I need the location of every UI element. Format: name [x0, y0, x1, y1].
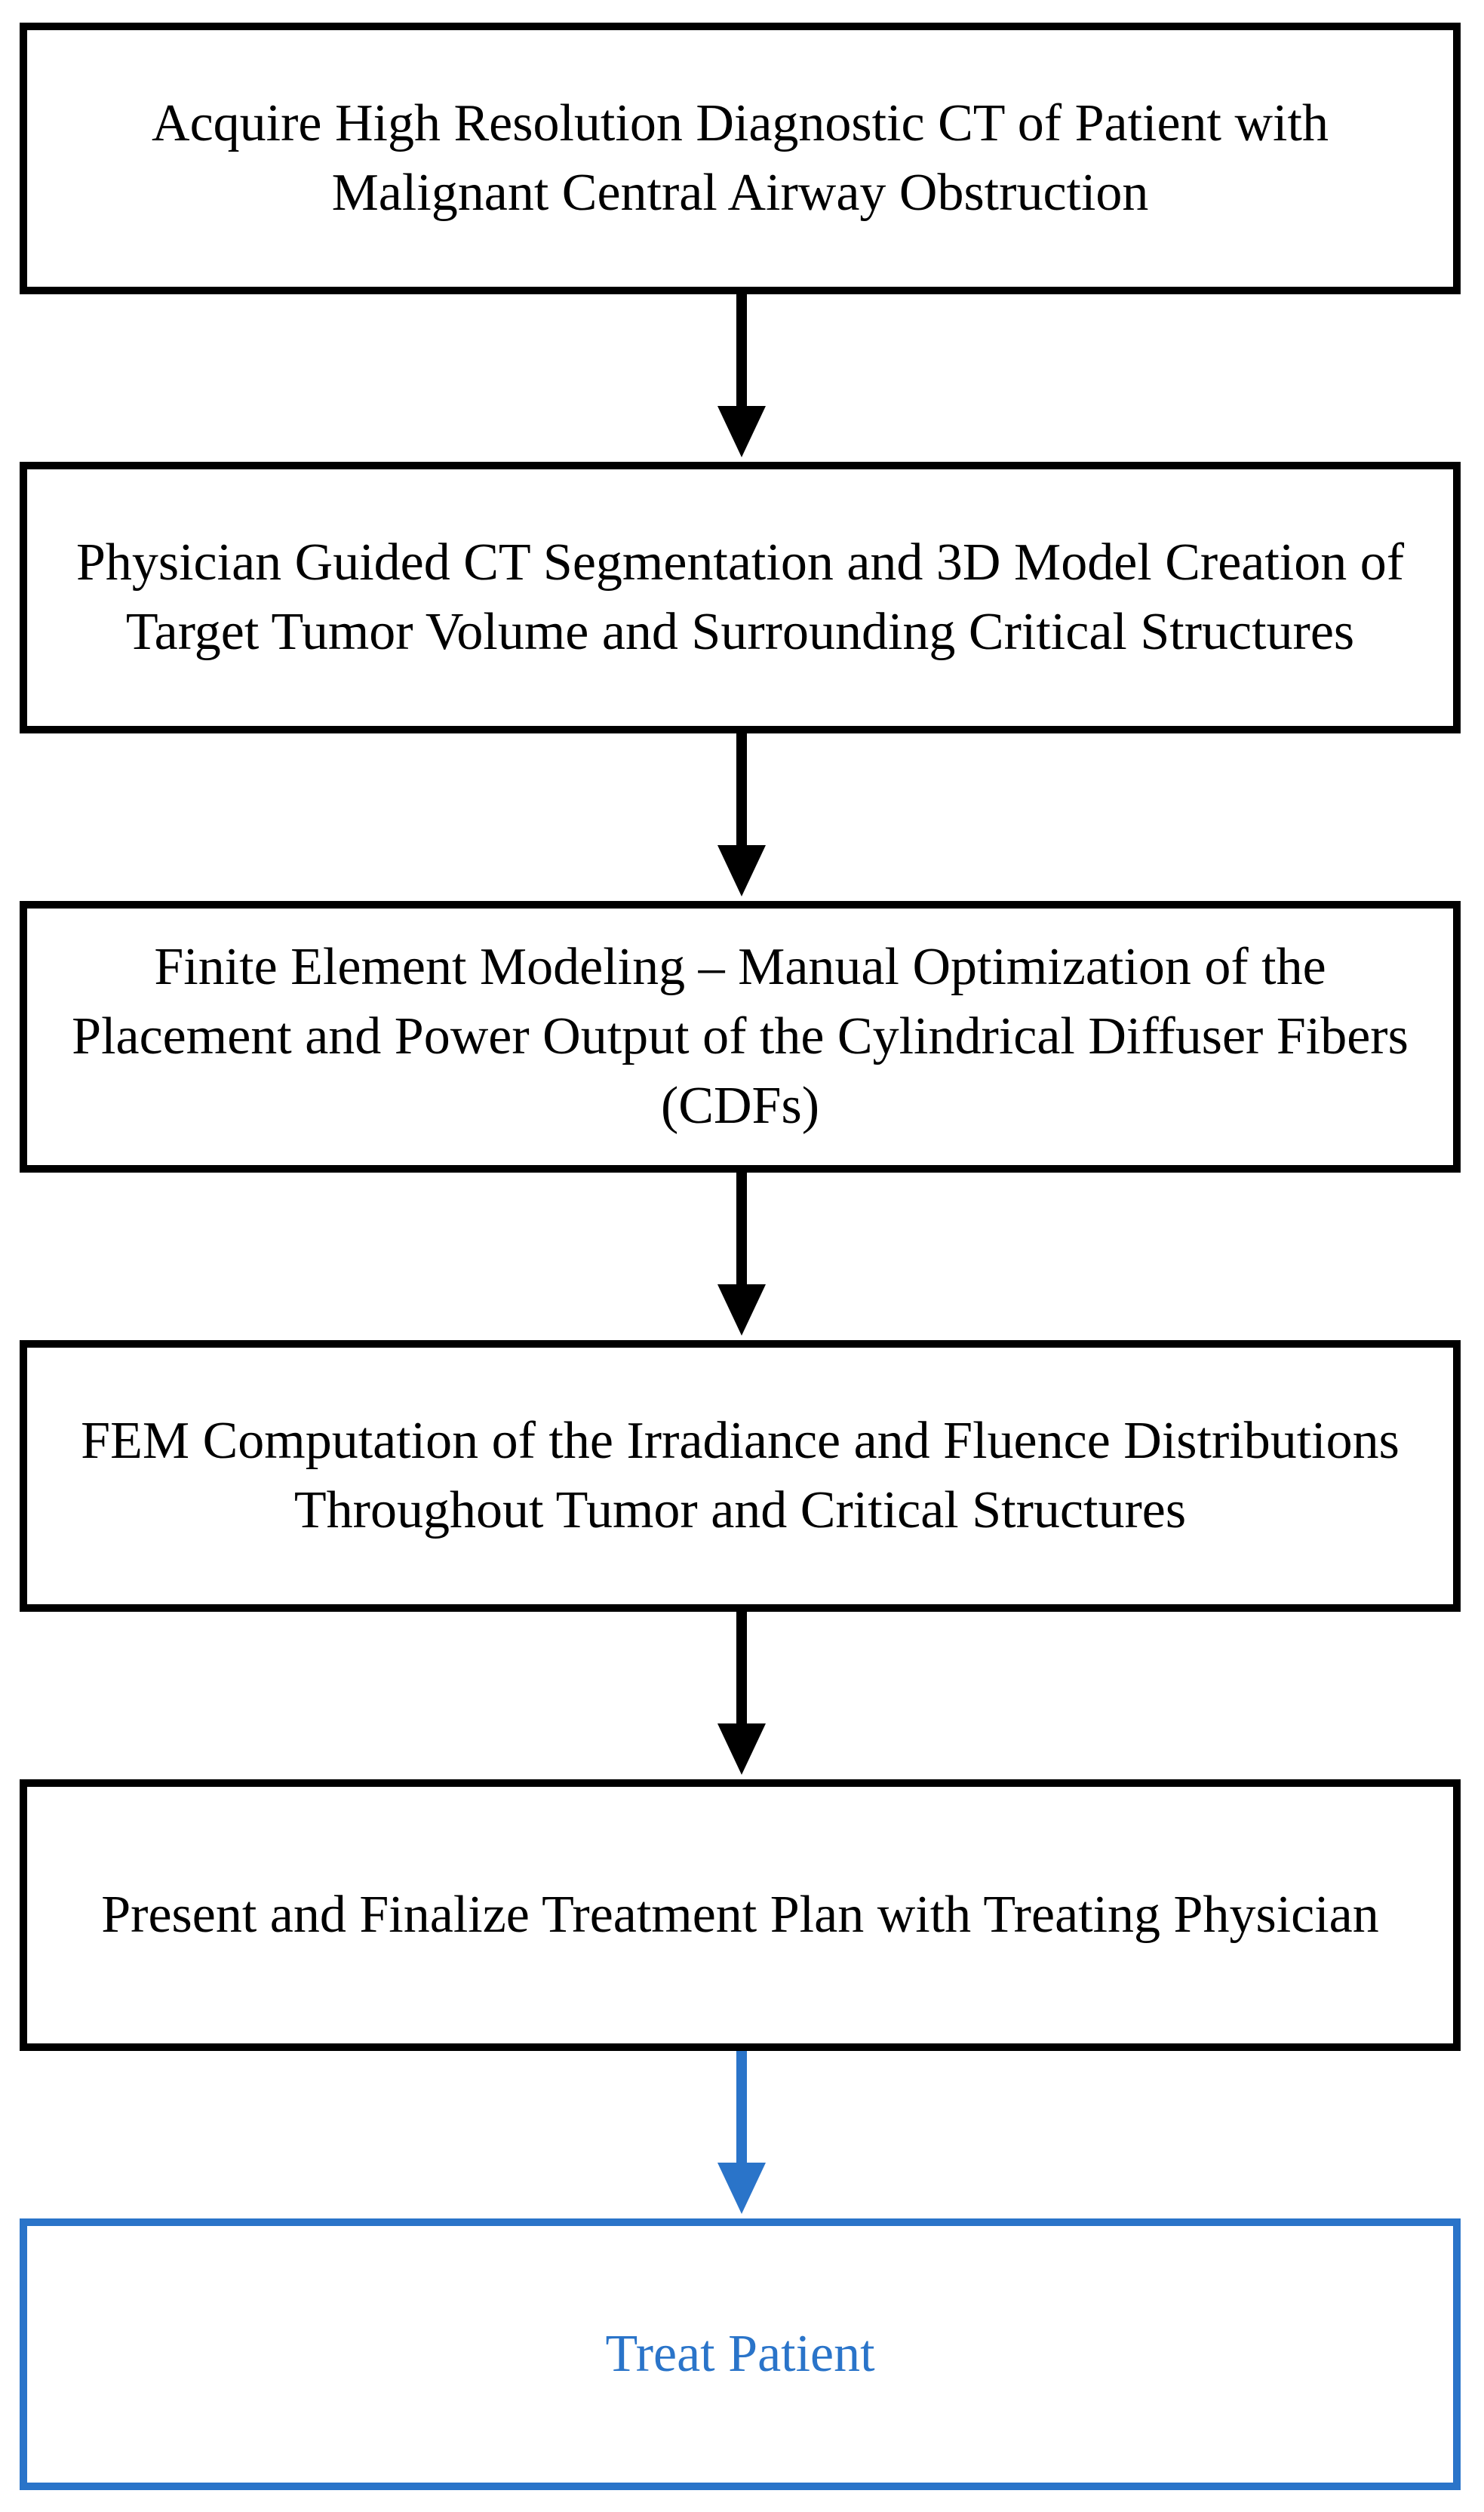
- arrow-step2-to-step3: [717, 733, 766, 896]
- step-treat-patient-label: Treat Patient: [605, 2325, 875, 2383]
- step-treatment-plan-label: Present and Finalize Treatment Plan with…: [101, 1886, 1379, 1944]
- step-segmentation-box: Physician Guided CT Segmentation and 3D …: [20, 462, 1461, 733]
- arrow-step3-to-step4: [717, 1173, 766, 1336]
- step-fem-modeling-box: Finite Element Modeling – Manual Optimiz…: [20, 901, 1461, 1173]
- step-acquire-ct-box: Acquire High Resolution Diagnostic CT of…: [20, 23, 1461, 294]
- step-segmentation-label: Physician Guided CT Segmentation and 3D …: [75, 533, 1405, 661]
- step-fem-computation-box: FEM Computation of the Irradiance and Fl…: [20, 1340, 1461, 1612]
- step-treatment-plan-box: Present and Finalize Treatment Plan with…: [20, 1779, 1461, 2051]
- arrow-step5-to-step6: [717, 2051, 766, 2214]
- step-treat-patient-box: Treat Patient: [20, 2218, 1461, 2490]
- step-acquire-ct-label: Acquire High Resolution Diagnostic CT of…: [152, 94, 1329, 222]
- step-fem-modeling-label: Finite Element Modeling – Manual Optimiz…: [72, 938, 1409, 1135]
- arrow-step4-to-step5: [717, 1612, 766, 1775]
- step-fem-computation-label: FEM Computation of the Irradiance and Fl…: [81, 1412, 1400, 1539]
- arrow-step1-to-step2: [717, 294, 766, 457]
